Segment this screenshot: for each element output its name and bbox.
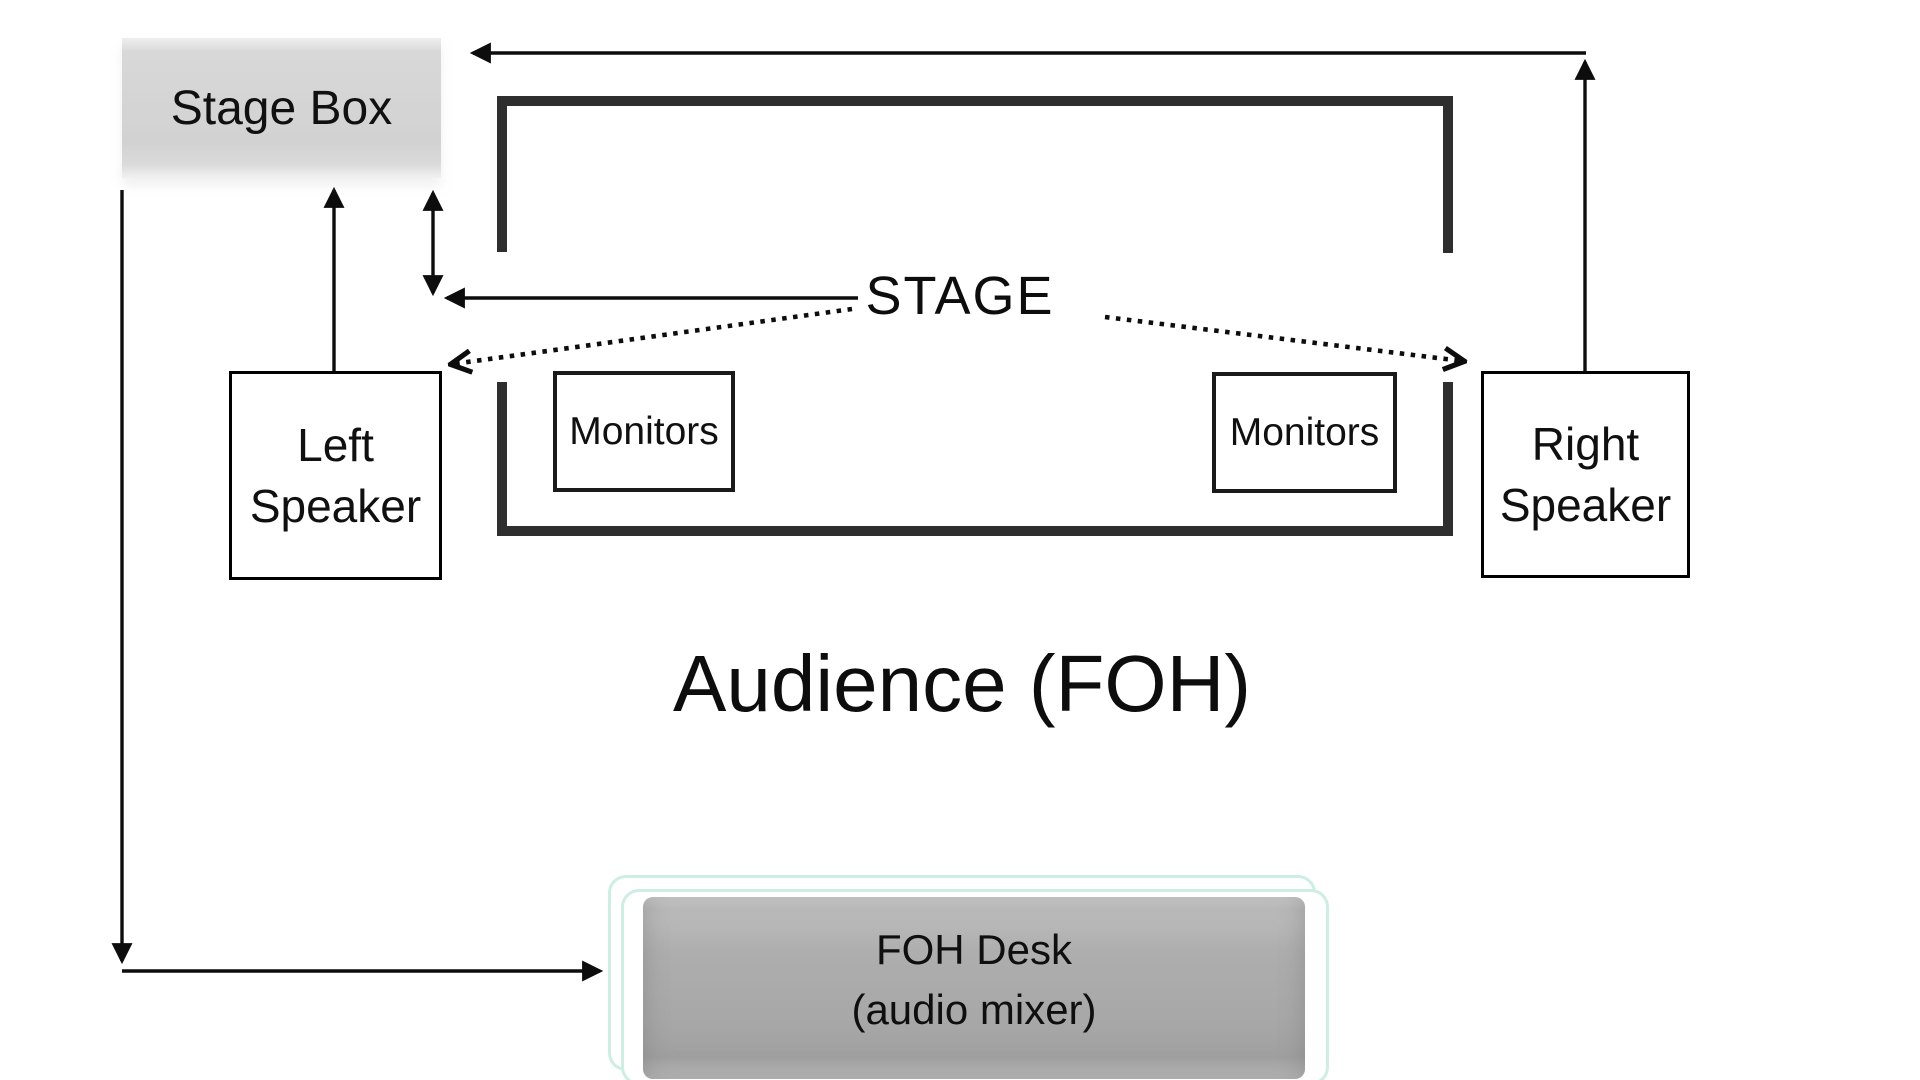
audience-label: Audience (FOH): [500, 636, 1424, 732]
monitors-left-label: Monitors: [569, 409, 719, 453]
right-speaker-label: Right Speaker: [1499, 417, 1672, 531]
left-speaker-node: Left Speaker: [229, 371, 442, 580]
stage-wall-lower: [497, 382, 1453, 536]
audience-label-text: Audience (FOH): [673, 639, 1251, 728]
monitors-right-label: Monitors: [1229, 410, 1380, 454]
stage-label: STAGE: [760, 261, 1160, 331]
stage-wall-upper: [497, 96, 1453, 253]
stage-label-text: STAGE: [865, 266, 1055, 326]
foh-desk-node: FOH Desk (audio mixer): [643, 897, 1305, 1079]
monitors-right-node: Monitors: [1212, 372, 1397, 493]
stage-box-node: Stage Box: [122, 38, 441, 178]
left-speaker-label: Left Speaker: [249, 418, 422, 532]
stage-box-label: Stage Box: [170, 81, 393, 135]
right-speaker-node: Right Speaker: [1481, 371, 1690, 578]
dotted-arrow-stage-to-left-speaker: [453, 306, 853, 364]
dotted-arrow-stage-to-right-speaker: [1104, 314, 1462, 361]
foh-desk-label-line2: (audio mixer): [851, 986, 1097, 1033]
monitors-left-node: Monitors: [553, 371, 735, 492]
foh-desk-label-line1: FOH Desk: [875, 926, 1072, 973]
